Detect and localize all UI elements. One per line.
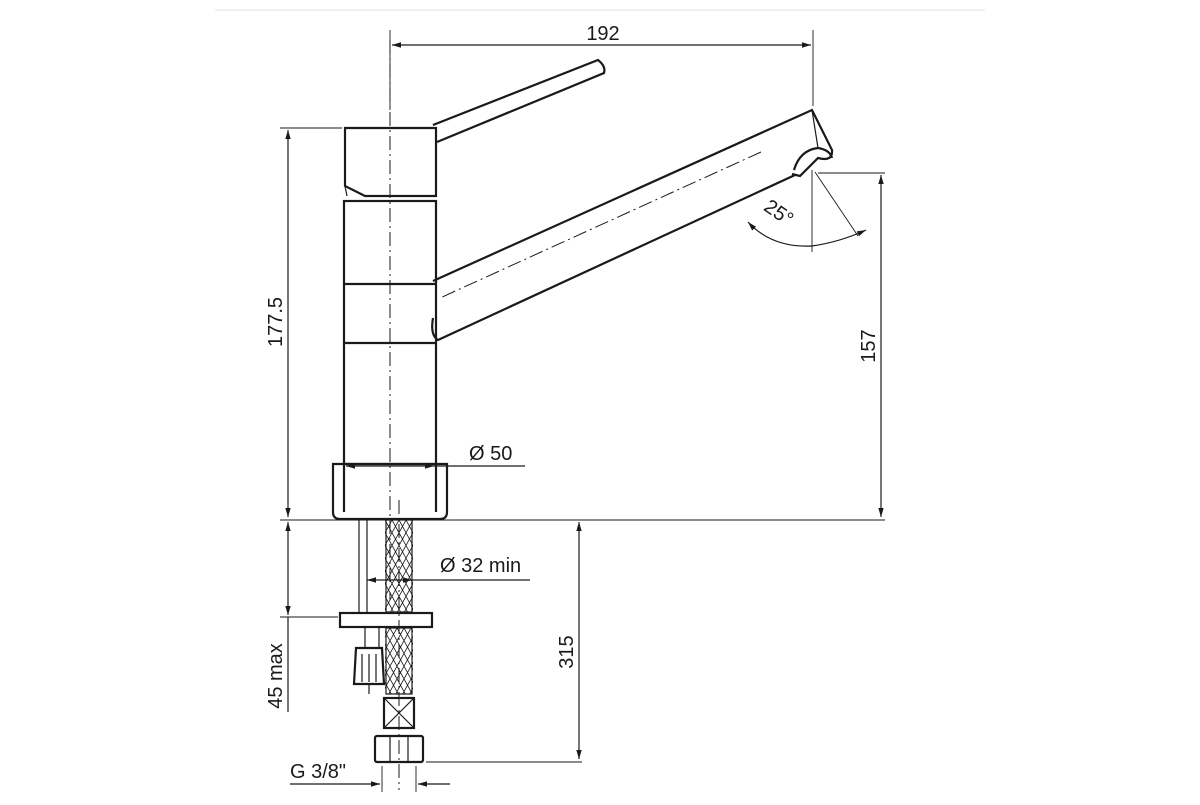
- dim-counter-thickness: 45 max: [265, 522, 338, 712]
- dim-spout-reach: 192: [389, 23, 814, 110]
- label-counter-thickness: 45 max: [265, 643, 287, 709]
- label-body-diameter: Ø 50: [469, 443, 512, 465]
- label-outlet-height: 157: [858, 329, 880, 362]
- label-hole-diameter: Ø 32 min: [440, 555, 521, 577]
- label-thread: G 3/8": [290, 761, 346, 783]
- body-base: [331, 462, 449, 521]
- dim-hose-length: 315: [426, 522, 582, 763]
- body-cap: [343, 126, 438, 198]
- dim-total-height: 177.5: [265, 127, 342, 517]
- label-spout-reach: 192: [586, 23, 619, 45]
- label-hose-length: 315: [556, 635, 578, 668]
- dim-thread: G 3/8": [290, 761, 450, 792]
- dim-hole-diameter: Ø 32 min: [367, 555, 530, 583]
- dim-outlet-height: 157: [818, 172, 885, 517]
- spout: [431, 108, 834, 342]
- lever-handle: [432, 58, 606, 144]
- dim-body-diameter: Ø 50: [346, 443, 525, 469]
- label-total-height: 177.5: [265, 297, 287, 347]
- dim-spout-angle: 25°: [747, 170, 867, 252]
- label-spout-angle: 25°: [760, 195, 797, 230]
